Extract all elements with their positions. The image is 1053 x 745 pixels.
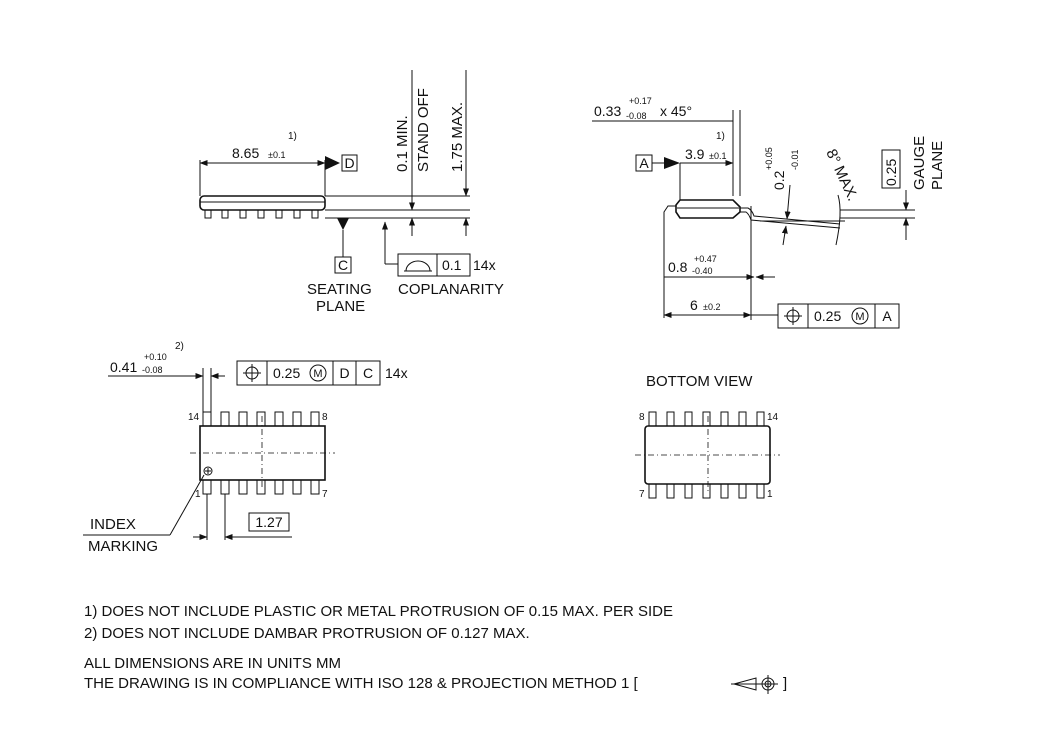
datum-c-box: [334, 256, 352, 274]
index-label-2: MARKING: [88, 538, 158, 555]
side-view-leads: [204, 209, 319, 219]
angle-label: 8° MAX.: [822, 147, 861, 204]
datum-d-label: D: [344, 155, 354, 171]
end-view-lead-left: [663, 205, 676, 318]
pin-one-index-icon: [203, 466, 213, 476]
lead-len-tol-upper: +0.47: [694, 254, 717, 264]
end-view-body: [675, 199, 741, 219]
bottom-view-leads-top: [648, 411, 765, 427]
side-view-body: [199, 195, 326, 211]
top-view-position-count: 14x: [385, 365, 408, 381]
position-icon: [784, 307, 802, 325]
lead-thick-value: 0.2: [771, 170, 787, 190]
end-view-position-value: 0.25: [814, 308, 841, 324]
lead-width-tol-upper: +0.10: [144, 352, 167, 362]
total-width-tol: ±0.2: [703, 302, 720, 312]
bottom-view-title: BOTTOM VIEW: [646, 373, 753, 390]
coplanarity-label: COPLANARITY: [398, 281, 504, 298]
profile-of-surface-icon: [404, 260, 432, 272]
lead-len-value: 0.8: [668, 259, 688, 275]
lead-width-value: 0.41: [110, 359, 137, 375]
top-view: 0.41 +0.10 -0.08 2) 0.25 M D C 14x: [83, 341, 408, 555]
top-view-pin-14: 14: [188, 412, 200, 423]
position-icon: [243, 364, 261, 382]
top-view-position-mod: M: [313, 368, 322, 380]
body-width-tol: ±0.1: [709, 151, 726, 161]
top-view-datum-2: C: [363, 365, 373, 381]
datum-d-triangle: [325, 156, 340, 170]
bottom-view-pin-7: 7: [639, 489, 645, 500]
standoff-label-2: STAND OFF: [415, 88, 432, 172]
projection-method-icon: [731, 675, 778, 694]
top-view-position-frame: [236, 360, 381, 386]
index-label-1: INDEX: [90, 516, 136, 533]
top-view-pin-8: 8: [322, 412, 328, 423]
top-view-pin-7: 7: [322, 489, 328, 500]
seating-label-2: PLANE: [316, 298, 365, 315]
bottom-view-leads-bottom: [648, 483, 765, 499]
units-note: ALL DIMENSIONS ARE IN UNITS MM: [84, 655, 341, 672]
note-2: 2) DOES NOT INCLUDE DAMBAR PROTRUSION OF…: [84, 625, 530, 642]
coplanarity-value: 0.1: [442, 257, 462, 273]
top-view-datum-1: D: [339, 365, 349, 381]
datum-c-triangle: [337, 218, 349, 230]
end-view: 0.33 +0.17 -0.08 x 45° A 3.9 ±0.1 1) 0.2…: [592, 96, 946, 329]
top-view-leads-bottom: [202, 479, 320, 495]
gauge-label-2: PLANE: [929, 141, 946, 190]
top-view-pin-1: 1: [195, 489, 201, 500]
datum-a-label: A: [639, 155, 649, 171]
height-label: 1.75 MAX.: [449, 102, 466, 172]
coplanarity-count: 14x: [473, 257, 496, 273]
mmc-circle-icon: [851, 307, 869, 325]
end-view-lead-right: [740, 207, 841, 225]
gauge-value-box: [881, 149, 901, 189]
datum-d-box: [341, 154, 358, 172]
bottom-view-pin-1: 1: [767, 489, 773, 500]
top-view-leads-top: [202, 411, 320, 427]
seating-label-1: SEATING: [307, 281, 372, 298]
body-width-value: 3.9: [685, 146, 705, 162]
bottom-view-pin-14: 14: [767, 412, 779, 423]
datum-c-label: C: [338, 257, 348, 273]
bottom-view: BOTTOM VIEW 8 14 7 1: [635, 373, 780, 500]
width-note: 1): [716, 131, 725, 142]
lead-width-tol-lower: -0.08: [142, 365, 163, 375]
coplanarity-frame: [397, 253, 471, 277]
length-note: 1): [288, 131, 297, 142]
compliance-note: THE DRAWING IS IN COMPLIANCE WITH ISO 12…: [84, 675, 639, 692]
compliance-suffix: ]: [783, 675, 787, 692]
chamfer-value: 0.33: [594, 103, 621, 119]
chamfer-tol-lower: -0.08: [626, 111, 647, 121]
notes-block: 1) DOES NOT INCLUDE PLASTIC OR METAL PRO…: [84, 603, 787, 694]
total-width-value: 6: [690, 297, 698, 313]
chamfer-tol-upper: +0.17: [629, 96, 652, 106]
chamfer-suffix: x 45°: [660, 103, 692, 119]
end-view-position-frame: [777, 303, 900, 329]
pitch-box: [248, 512, 290, 532]
mmc-circle-icon: [309, 364, 327, 382]
note-1: 1) DOES NOT INCLUDE PLASTIC OR METAL PRO…: [84, 603, 673, 620]
standoff-label-1: 0.1 MIN.: [394, 115, 411, 172]
end-view-position-mod: M: [855, 311, 864, 323]
bottom-view-pin-8: 8: [639, 412, 645, 423]
lead-thick-tol-upper: +0.05: [764, 147, 774, 170]
length-tolerance: ±0.1: [268, 150, 285, 160]
side-view: 8.65 ±0.1 1) D C SEATING PLANE 0.1 MIN. …: [199, 70, 504, 315]
lead-thick-tol-lower: -0.01: [790, 149, 800, 170]
lead-width-note: 2): [175, 341, 184, 352]
gauge-value: 0.25: [883, 159, 899, 186]
end-view-position-datum: A: [882, 308, 892, 324]
angle-arc: [835, 194, 841, 246]
length-value: 8.65: [232, 145, 259, 161]
gauge-label-1: GAUGE: [911, 136, 928, 190]
pitch-value: 1.27: [255, 514, 282, 530]
lead-len-tol-lower: -0.40: [692, 266, 713, 276]
top-view-position-value: 0.25: [273, 365, 300, 381]
